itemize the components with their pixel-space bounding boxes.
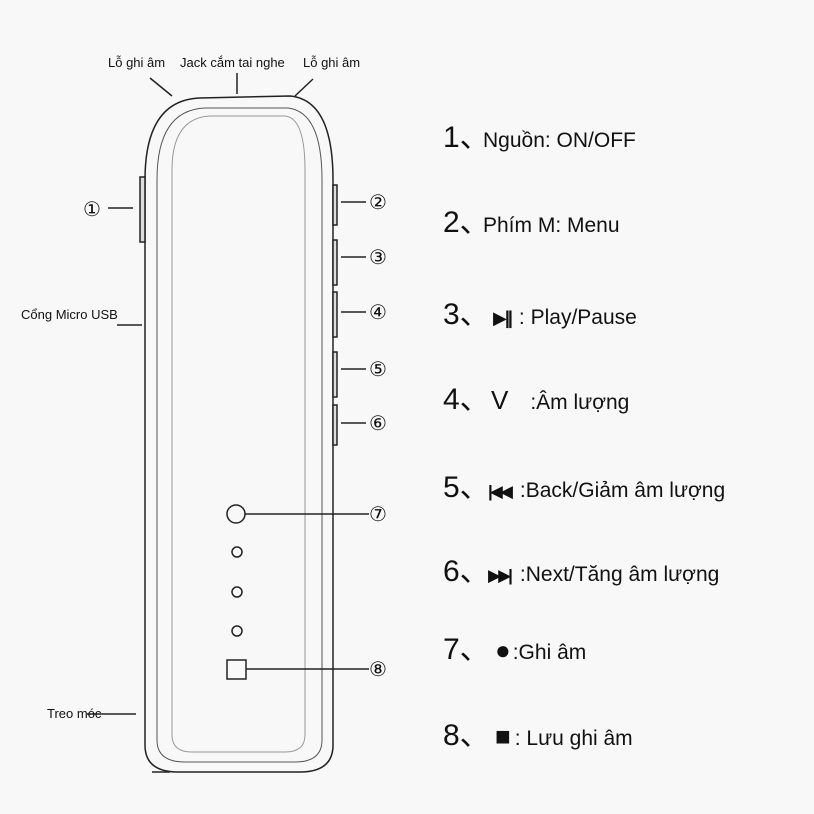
legend-text: Nguồn: ON/OFF (483, 129, 636, 152)
device-outer-body (144, 95, 334, 773)
record-button (226, 504, 246, 524)
legend-number: 6、 (443, 555, 490, 588)
callout-5: ⑤ (369, 359, 387, 381)
next-icon: ▶▶| (488, 566, 513, 585)
power-switch (139, 176, 146, 243)
legend-item-back: 5、 |◀◀ :Back/Giảm âm lượng (443, 462, 725, 506)
legend-item-menu: 2、 Phím M: Menu (443, 197, 620, 241)
stop-icon: ■ (495, 721, 511, 751)
device-screen (171, 115, 306, 753)
legend-text: :Âm lượng (530, 391, 630, 414)
callout-2: ② (369, 192, 387, 214)
legend-text: : Play/Pause (518, 306, 637, 329)
stop-button (226, 659, 247, 680)
play-pause-icon: ▶|| (493, 308, 513, 328)
legend-item-record: 7、 ● :Ghi âm (443, 624, 586, 668)
callout-1: ① (83, 199, 101, 221)
v-icon: V (491, 385, 509, 415)
label-headphone-jack: Jack cắm tai nghe (180, 55, 285, 70)
legend-text: :Ghi âm (512, 641, 587, 664)
legend-item-next: 6、 ▶▶| :Next/Tăng âm lượng (443, 546, 719, 590)
legend-item-play-pause: 3、 ▶|| : Play/Pause (443, 289, 637, 333)
callout-6: ⑥ (369, 413, 387, 435)
record-icon: ● (495, 635, 511, 665)
label-micro-usb: Cổng Micro USB (21, 307, 118, 322)
legend-number: 3、 (443, 298, 490, 331)
label-mic-left: Lỗ ghi âm (108, 55, 166, 70)
device-inner-frame (156, 107, 323, 763)
legend-number: 4、 (443, 383, 490, 416)
legend-number: 8、 (443, 719, 490, 752)
callout-8: ⑧ (369, 659, 387, 681)
legend-item-volume: 4、 V :Âm lượng (443, 374, 629, 418)
legend-number: 7、 (443, 633, 490, 666)
callout-3: ③ (369, 247, 387, 269)
legend-number: 2、 (443, 206, 490, 239)
callout-4: ④ (369, 302, 387, 324)
label-hook: Treo móc (47, 706, 102, 721)
callout-7: ⑦ (369, 504, 387, 526)
legend-item-save: 8、 ■ : Lưu ghi âm (443, 710, 633, 754)
previous-icon: |◀◀ (488, 482, 513, 501)
legend-text: : Lưu ghi âm (514, 727, 633, 750)
legend-text: :Back/Giảm âm lượng (519, 479, 726, 502)
legend-text: :Next/Tăng âm lượng (519, 563, 720, 586)
label-mic-right: Lỗ ghi âm (303, 55, 361, 70)
legend-text: Phím M: Menu (483, 214, 620, 237)
legend-number: 5、 (443, 471, 490, 504)
legend-number: 1、 (443, 121, 490, 154)
legend-item-power: 1、 Nguồn: ON/OFF (443, 112, 636, 156)
